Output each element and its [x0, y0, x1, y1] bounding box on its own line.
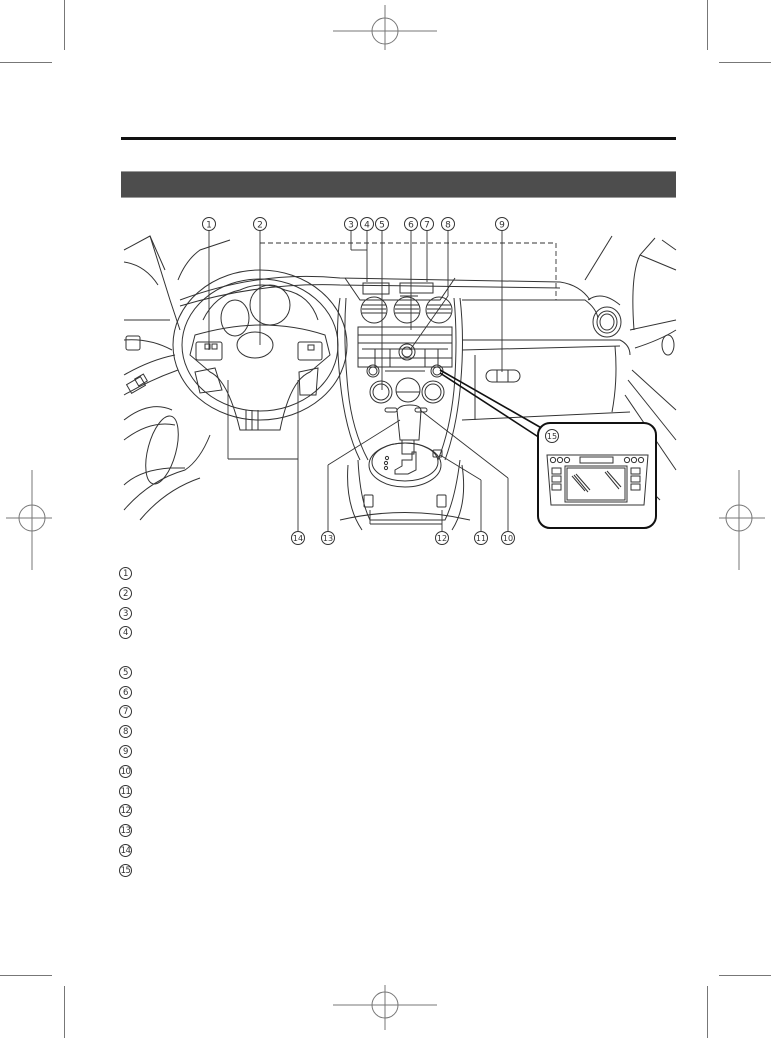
passenger-side-vent	[587, 295, 622, 338]
callout-number: 8	[119, 725, 132, 739]
callout-9: 9	[495, 217, 509, 231]
callout-number: 11	[119, 784, 132, 798]
callout-3: 3	[344, 217, 358, 231]
callout-number: 1	[119, 567, 132, 581]
legend-item-14: 14	[119, 841, 679, 861]
left-door	[123, 319, 211, 521]
crop-mark-bottom-right-horizontal	[719, 975, 771, 976]
svg-text:14: 14	[293, 534, 303, 543]
svg-text:12: 12	[437, 534, 447, 543]
crop-mark-bottom-right-vertical	[707, 986, 708, 1038]
svg-text:5: 5	[379, 221, 385, 231]
svg-text:9: 9	[499, 221, 505, 231]
callout-number: 2	[119, 587, 132, 601]
callout-11: 11	[474, 531, 488, 545]
center-air-vents	[360, 296, 453, 324]
registration-mark-bottom	[333, 985, 437, 1030]
legend-item-12: 12	[119, 801, 679, 821]
crop-mark-top-right-horizontal	[719, 62, 771, 63]
inset-pointer	[439, 369, 546, 439]
legend-item-2: 2	[119, 584, 679, 604]
legend-item-3: 3	[119, 604, 679, 624]
callout-legend: 1 2 3 4 5 6 7 8 9 10 11 12 13 14 15	[119, 564, 679, 880]
crop-mark-top-right-vertical	[707, 0, 708, 50]
callout-7: 7	[420, 217, 434, 231]
cabin-frame	[123, 235, 677, 331]
audio-unit	[357, 326, 453, 368]
registration-mark-top	[333, 5, 437, 50]
legend-item-15: 15	[119, 860, 679, 880]
callout-1: 1	[202, 217, 216, 231]
callout-number: 6	[119, 685, 132, 699]
crop-mark-bottom-left-horizontal	[0, 975, 52, 976]
climate-control	[369, 377, 445, 413]
callout-number: 15	[119, 863, 132, 877]
page-header-rule	[121, 137, 676, 140]
crop-mark-top-left-horizontal	[0, 62, 52, 63]
registration-mark-left	[6, 470, 52, 570]
legend-item-5: 5	[119, 662, 679, 682]
callout-13: 13	[321, 531, 335, 545]
svg-text:8: 8	[445, 221, 451, 231]
crop-mark-bottom-left-vertical	[64, 986, 65, 1038]
callout-number: 14	[119, 843, 132, 857]
audio-navigation-inset: 15	[537, 422, 657, 529]
svg-text:6: 6	[408, 221, 414, 231]
callout-4: 4	[360, 217, 374, 231]
registration-mark-right	[719, 470, 765, 570]
svg-text:15: 15	[547, 432, 557, 441]
legend-item-9: 9	[119, 742, 679, 762]
crop-mark-top-left-vertical	[64, 0, 65, 50]
callout-number: 12	[119, 804, 132, 818]
callout-number: 10	[119, 764, 132, 778]
legend-item-7: 7	[119, 702, 679, 722]
legend-item-6: 6	[119, 682, 679, 702]
callout-8: 8	[441, 217, 455, 231]
callout-labels-bottom: 14 13 12 11 10	[291, 531, 515, 545]
callout-2: 2	[253, 217, 267, 231]
legend-item-10: 10	[119, 761, 679, 781]
legend-item-11: 11	[119, 781, 679, 801]
svg-text:3: 3	[348, 221, 354, 231]
gear-shifter	[339, 404, 471, 531]
callout-14: 14	[291, 531, 305, 545]
svg-text:10: 10	[503, 534, 513, 543]
callout-number: 3	[119, 606, 132, 620]
legend-item-13: 13	[119, 821, 679, 841]
callout-number: 9	[119, 744, 132, 758]
callout-number: 4	[119, 626, 132, 640]
callout-labels-top: 1 2 3 4 5 6 7 8 9	[202, 217, 509, 231]
callout-number: 5	[119, 665, 132, 679]
callout-10: 10	[501, 531, 515, 545]
callout-6: 6	[404, 217, 418, 231]
legend-item-4: 4	[119, 623, 679, 662]
legend-item-1: 1	[119, 564, 679, 584]
section-header-bar	[121, 171, 676, 198]
legend-item-8: 8	[119, 722, 679, 742]
callout-number: 13	[119, 824, 132, 838]
dashboard-illustration: 1 2 3 4 5 6 7 8 9 14 13 12 11 10	[123, 217, 677, 545]
passenger-dashboard	[461, 299, 631, 421]
callout-12: 12	[435, 531, 449, 545]
callout-number: 7	[119, 705, 132, 719]
section-header-title	[121, 176, 129, 192]
svg-text:13: 13	[323, 534, 333, 543]
callout-5: 5	[375, 217, 389, 231]
svg-text:11: 11	[476, 534, 486, 543]
center-stack	[337, 296, 463, 461]
svg-text:1: 1	[206, 221, 212, 231]
svg-text:4: 4	[364, 221, 370, 231]
svg-text:2: 2	[257, 221, 263, 231]
svg-text:7: 7	[424, 221, 430, 231]
